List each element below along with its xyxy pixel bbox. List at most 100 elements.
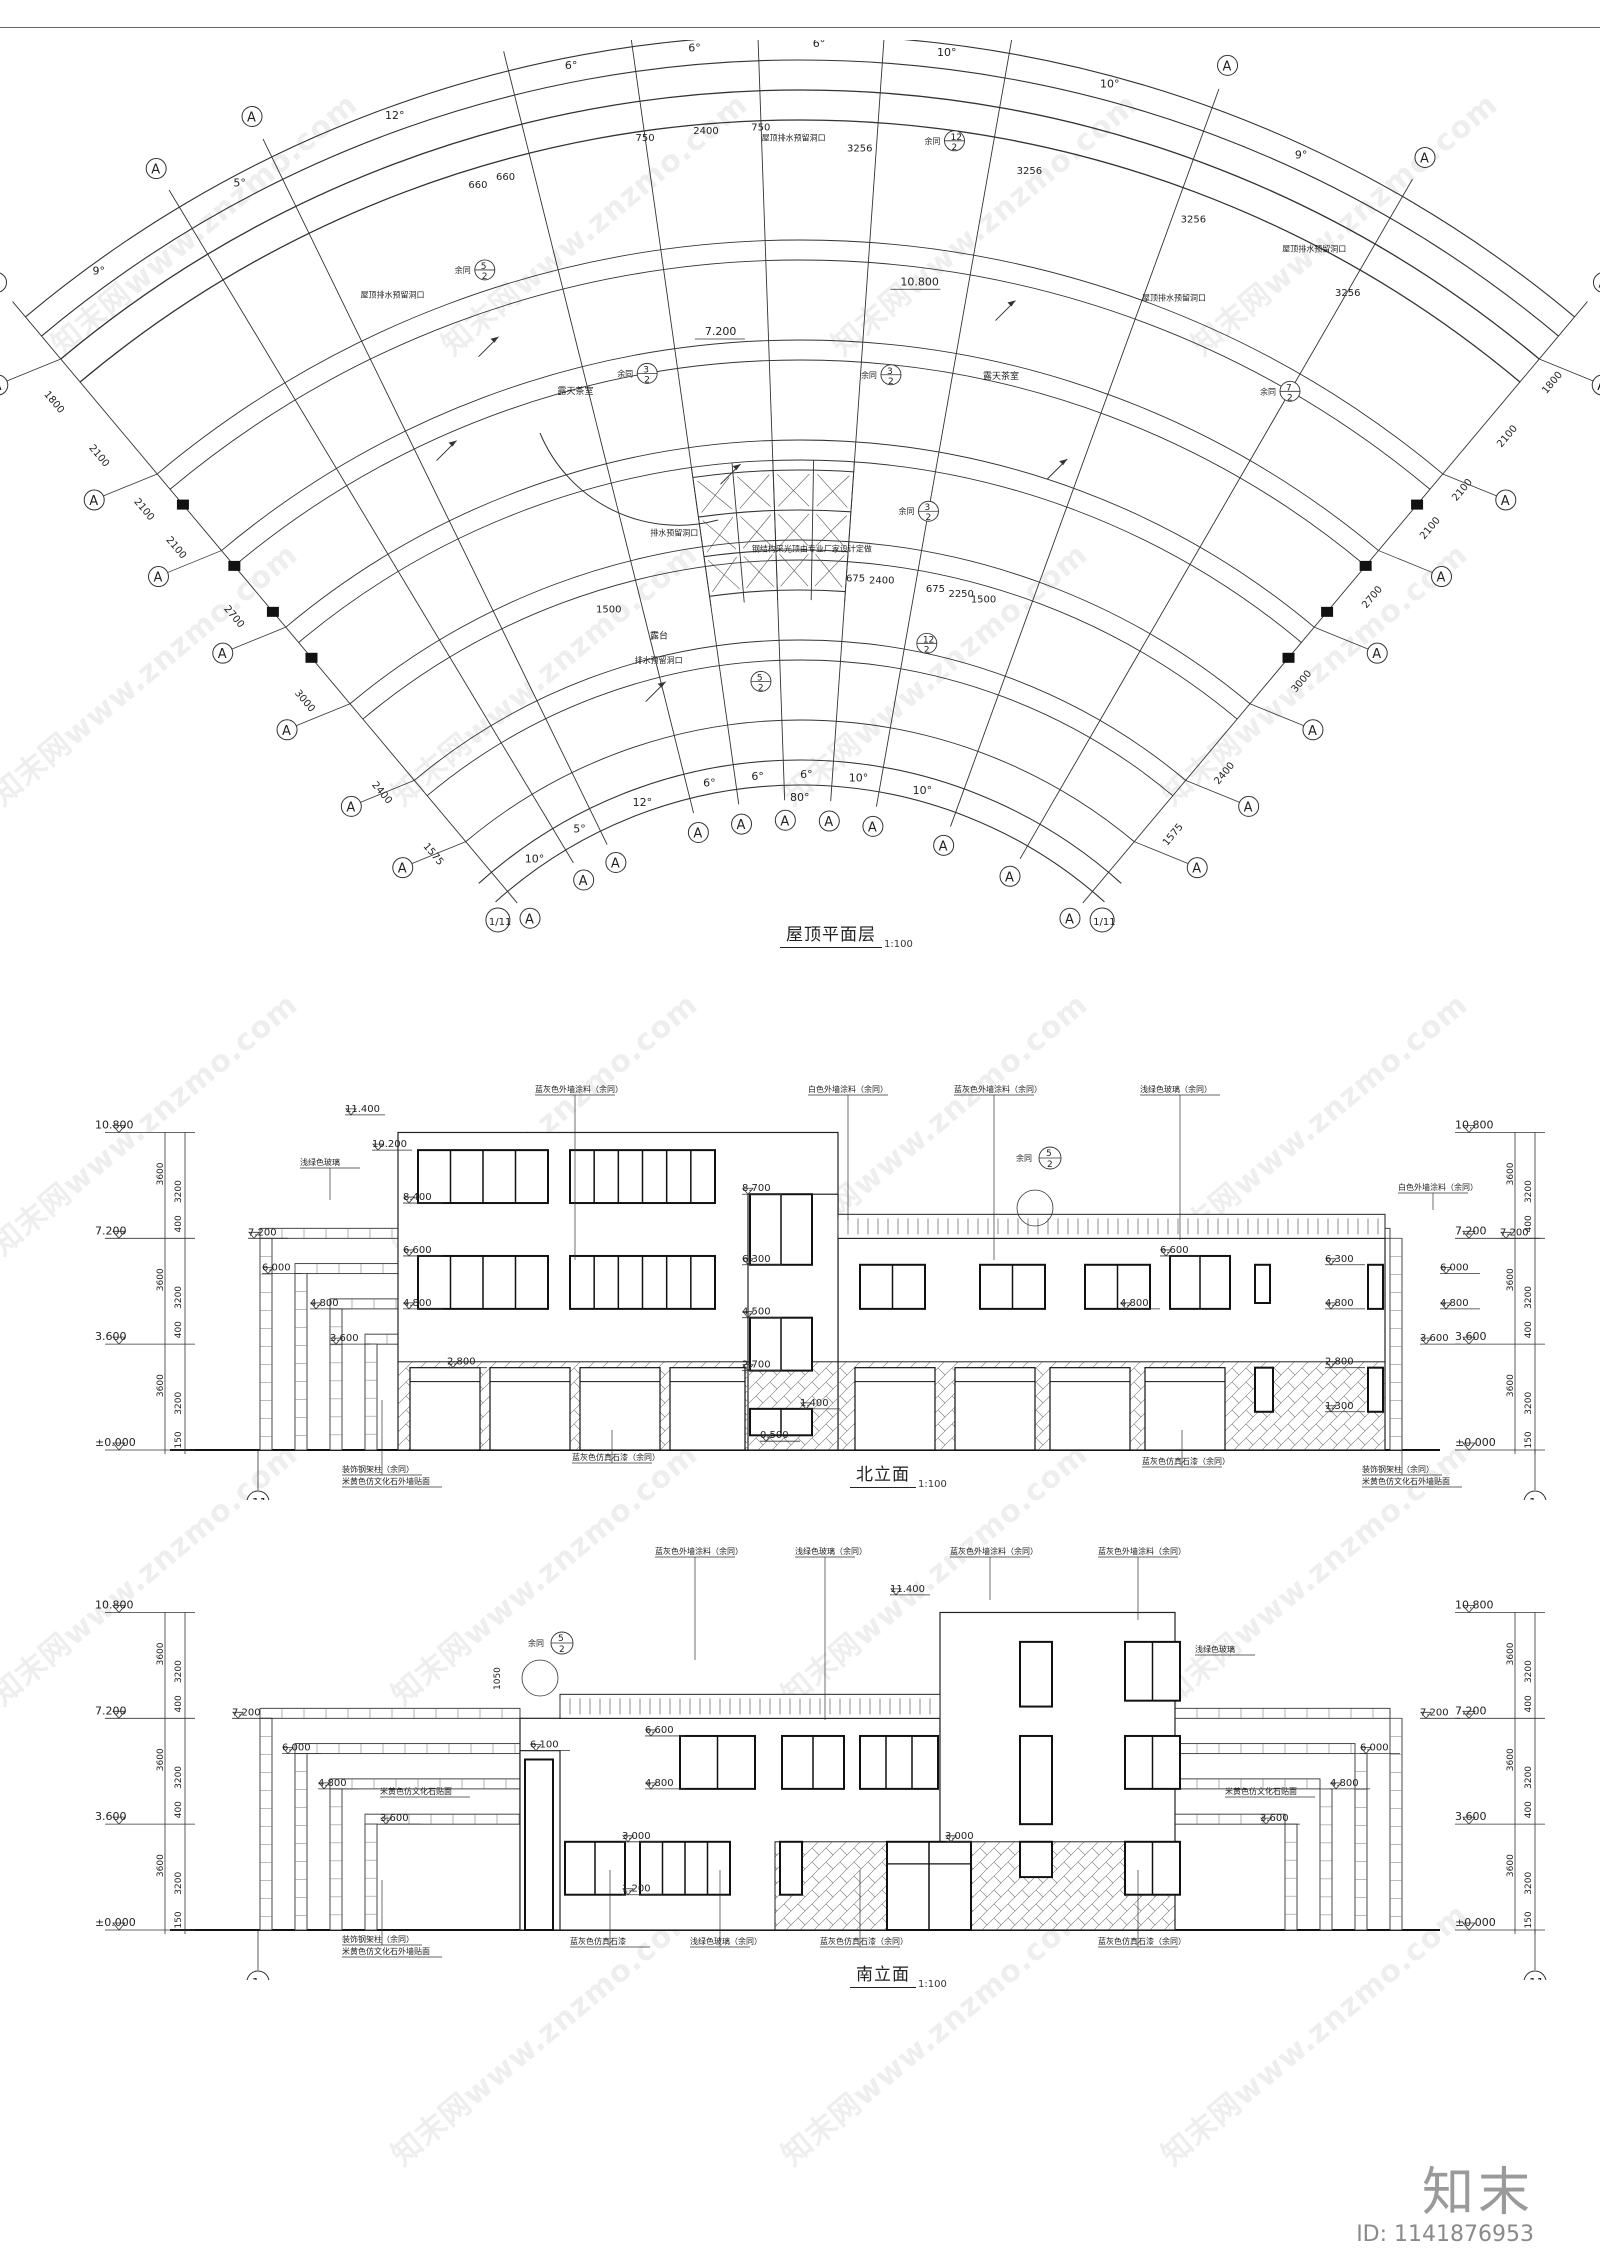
elevation-mark-label: 4.800 (1120, 1298, 1149, 1309)
detail-callout-sheet: 2 (644, 375, 650, 385)
level-dimension-label: 400 (1524, 1321, 1534, 1338)
axis-bubble-label: A (1501, 494, 1510, 509)
level-dimension-label: 3600 (156, 1748, 166, 1771)
dimension-label: 750 (751, 123, 770, 134)
roof-arc-line (234, 359, 1366, 567)
material-note: 米黄色仿文化石外墙贴面 (342, 1946, 430, 1956)
pergola-column (329, 1788, 343, 1931)
elevation-mark-triangle (742, 1311, 754, 1319)
elevation-mark-label: 4.800 (310, 1298, 339, 1309)
detail-callout-number: 7 (1286, 383, 1292, 393)
level-dimension-label: 3600 (1506, 1374, 1516, 1397)
skylight-cross (817, 473, 848, 508)
elevation-mark-triangle (1160, 1249, 1172, 1257)
elevation-mark-triangle (760, 1434, 772, 1442)
axis-bubble (276, 719, 298, 741)
axis-bubble (145, 158, 167, 180)
level-label: 10.800 (95, 1118, 134, 1131)
angle-label: 6° (565, 59, 578, 72)
window-frame (1019, 1734, 1053, 1826)
pergola-beam (259, 1227, 399, 1239)
side-axis-line (295, 703, 351, 727)
column-mark (1282, 652, 1295, 663)
roof-plan-scale: 1:100 (884, 939, 913, 950)
detail-callout-label: 余同 (1260, 386, 1276, 396)
side-dimension-label: 2100 (1495, 423, 1520, 450)
axis-bubble (1186, 857, 1208, 879)
level-triangle (112, 1336, 126, 1345)
level-dimension-label: 3200 (1524, 1660, 1534, 1683)
elevation-mark-label: 6.000 (1440, 1263, 1469, 1274)
elevation-mark-label: 3.600 (1260, 1813, 1289, 1824)
side-dimension-label: 2700 (1360, 584, 1385, 611)
elevation-mark-triangle (1440, 1267, 1452, 1275)
material-note: 装饰钢架柱（余同） (342, 1934, 414, 1944)
material-note: 浅绿色玻璃（余同） (1140, 1084, 1212, 1094)
material-note: 蓝灰色外墙涂料（余同） (535, 1084, 623, 1094)
level-dimension-label: 3600 (1506, 1162, 1516, 1185)
elevation-mark-triangle (345, 1108, 357, 1116)
axis-bubble (392, 857, 414, 879)
level-label: 3.600 (1455, 1330, 1487, 1343)
roof-arc-line (362, 559, 1238, 720)
angle-label: 6° (703, 777, 716, 790)
elevation-mark-label: 7.200 (232, 1707, 261, 1718)
window-frame (1367, 1263, 1384, 1310)
axis-bubble-label: A (346, 800, 355, 815)
radial-axis-line (950, 88, 1220, 827)
elevation-mark-triangle (1360, 1747, 1372, 1755)
axis-bubble-label: A (247, 111, 256, 126)
elevation-mark-triangle (1325, 1302, 1337, 1310)
plan-note: 屋顶排水预留洞口 (1142, 292, 1206, 302)
elevation-mark-triangle (403, 1249, 415, 1257)
level-label: 7.200 (1455, 1704, 1487, 1717)
elevation-label: 10.800 (900, 275, 939, 288)
skylight-cross (712, 556, 737, 593)
material-note: 白色外墙涂料（余同） (1398, 1182, 1478, 1192)
level-dimension-label: 3600 (1506, 1854, 1516, 1877)
pergola-column (329, 1308, 343, 1451)
axis-bubble-label: A (89, 494, 98, 509)
axis-end-label: 1/11 (1093, 917, 1115, 928)
skylight-cross (707, 559, 740, 590)
level-dimension-label: 3600 (1506, 1642, 1516, 1665)
pergola-beam (1174, 1707, 1391, 1719)
level-dimension-label: 3200 (1524, 1286, 1534, 1309)
plan-note: 钢结构采光顶由专业厂家设计定做 (752, 544, 872, 554)
elevation-mark-label: 0.500 (760, 1430, 789, 1441)
level-triangle (1462, 1922, 1476, 1931)
axis-bubble-label: A (1597, 379, 1600, 394)
column-mark (228, 560, 241, 571)
level-dimension-label: 3200 (174, 1180, 184, 1203)
angle-label: 5° (233, 176, 246, 189)
roof-arc-line (414, 639, 1186, 781)
axis-bubble-label: A (1223, 59, 1232, 74)
material-note: 蓝灰色外墙涂料（余同） (655, 1546, 743, 1556)
axis-bubble (1592, 272, 1600, 293)
axis-bubble (1431, 566, 1453, 588)
side-axis-line (6, 358, 61, 382)
skylight-cross (743, 556, 774, 587)
level-dimension-label: 400 (174, 1215, 184, 1232)
roof-arc-line (221, 339, 1379, 551)
radial-axis-line (503, 51, 694, 814)
elevation-mark-triangle (318, 1782, 330, 1790)
elevation-mark-label: 2.800 (1325, 1357, 1354, 1368)
elevation-mark-label: 2.700 (742, 1360, 771, 1371)
slope-arrow-head (1007, 300, 1016, 307)
axis-bubble-label: A (780, 814, 789, 829)
radial-axis-line (630, 40, 740, 805)
level-label: 10.800 (1455, 1118, 1494, 1131)
level-triangle (1462, 1230, 1476, 1239)
elevation-mark-label: 6.000 (282, 1743, 311, 1754)
elevation-mark-label: 4.800 (403, 1298, 432, 1309)
roof-arc-line (79, 119, 1521, 383)
material-note: 蓝灰色外墙涂料（余同） (954, 1084, 1042, 1094)
elevation-mark-triangle (1440, 1302, 1452, 1310)
side-dimension-label: 1800 (41, 389, 66, 416)
skylight-cross (816, 475, 850, 507)
side-dimension-label: 1800 (1540, 370, 1565, 397)
pergola-beam (329, 1298, 399, 1310)
roof-arc-line (349, 539, 1251, 705)
side-dimension-label: 2100 (131, 496, 156, 523)
